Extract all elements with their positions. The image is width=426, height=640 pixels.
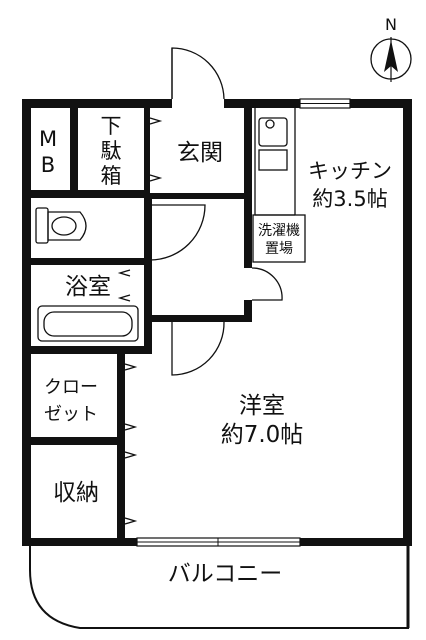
svg-text:箱: 箱: [101, 164, 122, 188]
toilet-icon: [35, 207, 87, 244]
laundry-area: [252, 214, 306, 263]
closet-label: クロー ゼット: [44, 377, 98, 425]
western-room-label: 洋室 約7.0帖: [221, 393, 304, 448]
bathtub-icon: [37, 305, 139, 342]
svg-text:ゼット: ゼット: [44, 404, 98, 425]
svg-text:B: B: [41, 153, 55, 177]
svg-text:洗濯機: 洗濯機: [258, 223, 300, 239]
svg-text:置場: 置場: [265, 241, 293, 257]
interior-walls: [22, 108, 252, 538]
windows: [136, 98, 351, 547]
bath-label: 浴室: [65, 274, 111, 300]
sink-faucet-icon: [265, 119, 275, 129]
svg-text:洋室: 洋室: [239, 393, 285, 419]
entrance-label: 玄関: [177, 140, 223, 166]
compass-label: N: [385, 15, 397, 34]
kitchen-label: キッチン 約3.5帖: [308, 159, 392, 211]
svg-text:約3.5帖: 約3.5帖: [312, 187, 387, 211]
balcony-label: バルコニー: [168, 561, 283, 587]
svg-text:下: 下: [101, 114, 122, 138]
compass-icon: N: [370, 15, 412, 82]
svg-text:キッチン: キッチン: [308, 159, 392, 183]
svg-text:約7.0帖: 約7.0帖: [221, 422, 304, 448]
laundry-label: 洗濯機 置場: [258, 223, 300, 257]
svg-text:駄: 駄: [101, 139, 122, 163]
svg-text:クロー: クロー: [44, 377, 98, 398]
storage-label: 収納: [53, 480, 99, 506]
balcony: [29, 543, 410, 629]
svg-text:M: M: [39, 127, 57, 151]
shoebox-label: 下 駄 箱: [101, 114, 122, 188]
mb-label: M B: [39, 127, 57, 177]
kitchen-counter: [254, 108, 296, 216]
doors: [117, 47, 283, 525]
